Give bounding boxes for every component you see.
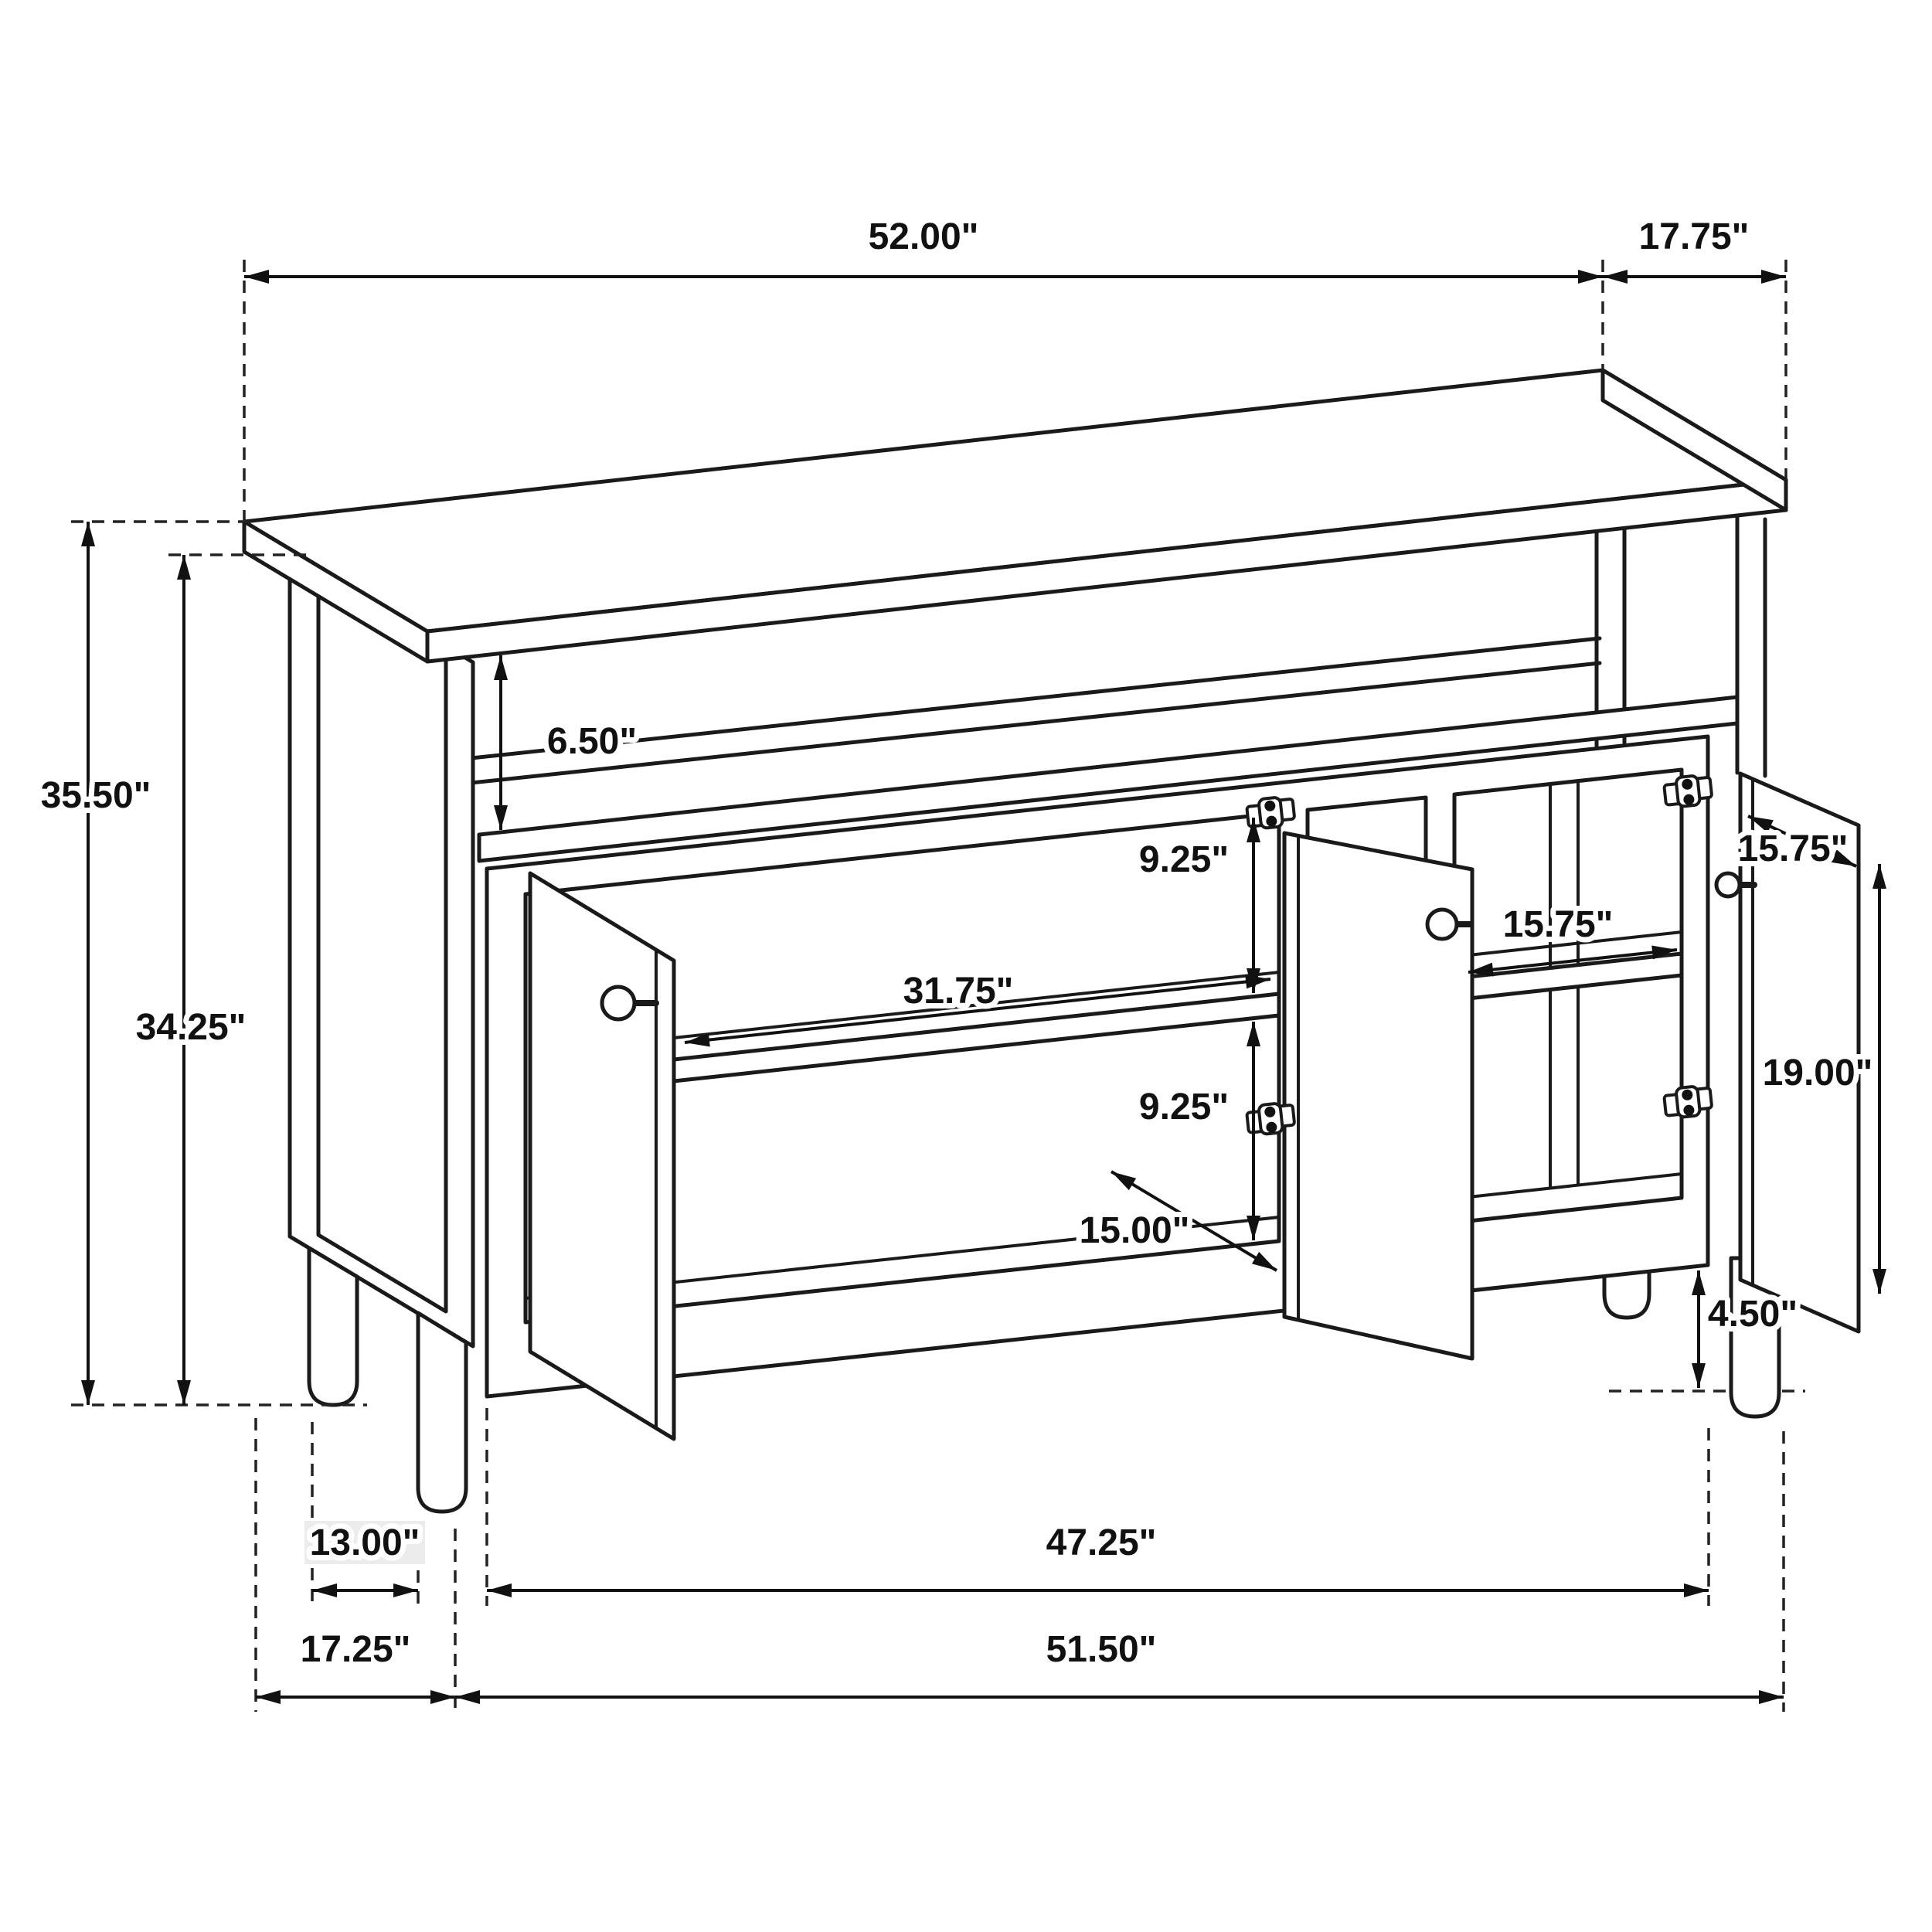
dim-label-body-height: 34.25" [136, 1007, 247, 1048]
front-right-leg [1729, 1256, 1781, 1419]
dim-ground-clearance: 4.50" [1609, 1270, 1805, 1393]
back-left-leg [307, 1246, 359, 1407]
left-door-open [528, 871, 676, 1441]
left-door-knob [600, 985, 637, 1022]
dim-upper-compartment: 9.25" [1134, 818, 1260, 993]
dim-left-interior-width: 31.75" [684, 965, 1271, 1047]
dim-label-lower-compartment: 9.25" [1139, 1087, 1229, 1128]
middle-door-knob [1425, 907, 1459, 941]
dim-door-height: 19.00" [1757, 864, 1886, 1294]
dim-label-left-interior-width: 31.75" [903, 971, 1014, 1012]
dim-label-overall-height: 35.50" [41, 775, 151, 816]
left-compartment-opening [523, 811, 1281, 1325]
dim-door-width: 15.75" [1733, 815, 1857, 875]
dim-label-base-depth: 17.25" [301, 1629, 411, 1670]
dim-label-box [304, 1521, 425, 1564]
top-panel [242, 368, 1788, 664]
dim-label-top-width: 52.00" [869, 216, 979, 257]
dim-interior-depth: 15.00" [1074, 1170, 1278, 1272]
dim-label-door-height: 19.00" [1763, 1053, 1873, 1094]
dim-lower-compartment: 9.25" [1134, 1022, 1260, 1240]
interior-floor-line-right [1453, 1172, 1683, 1200]
dim-base-depth: 17.25" [254, 1418, 455, 1712]
dim-leg-spacing: 13.00" [304, 1422, 425, 1606]
dim-label-inner-leg-span: 47.25" [1046, 1522, 1157, 1563]
dim-label-interior-depth: 15.00" [1080, 1210, 1190, 1251]
legs [307, 1246, 1781, 1514]
right-door-knob [1714, 871, 1742, 899]
doors [528, 771, 1861, 1441]
dim-inner-leg-span: 47.25" [485, 1408, 1710, 1606]
dim-label-shelf-clearance: 6.50" [547, 721, 637, 762]
dimension-annotations: 52.00" 17.75" 35.50" 34.25" 6.50" [36, 211, 1886, 1712]
dim-top-depth: 17.75" [1603, 211, 1787, 480]
top-right-edge [1600, 368, 1788, 512]
dim-label-ground-clearance: 4.50" [1708, 1294, 1798, 1335]
dim-label-upper-compartment: 9.25" [1139, 839, 1229, 880]
dim-outer-base-width: 51.50" [454, 1431, 1785, 1712]
dim-label-leg-spacing: 13.00" [310, 1522, 420, 1563]
middle-door-ajar [1282, 831, 1475, 1361]
dim-shelf-clearance: 6.50" [494, 655, 642, 830]
dim-label-outer-base-width: 51.50" [1046, 1629, 1157, 1670]
dim-label-top-depth: 17.75" [1639, 216, 1750, 257]
dim-right-interior-width: 15.75" [1468, 899, 1678, 977]
dim-overall-height: 35.50" [36, 520, 367, 1406]
dim-body-height: 34.25" [131, 553, 308, 1405]
dim-label-door-width: 15.75" [1738, 828, 1849, 869]
left-side-frame [287, 550, 475, 1349]
front-left-leg [416, 1311, 468, 1514]
dim-label-right-interior-width: 15.75" [1503, 904, 1614, 945]
dim-top-width: 52.00" [243, 211, 1604, 522]
top-left-edge [242, 519, 430, 664]
